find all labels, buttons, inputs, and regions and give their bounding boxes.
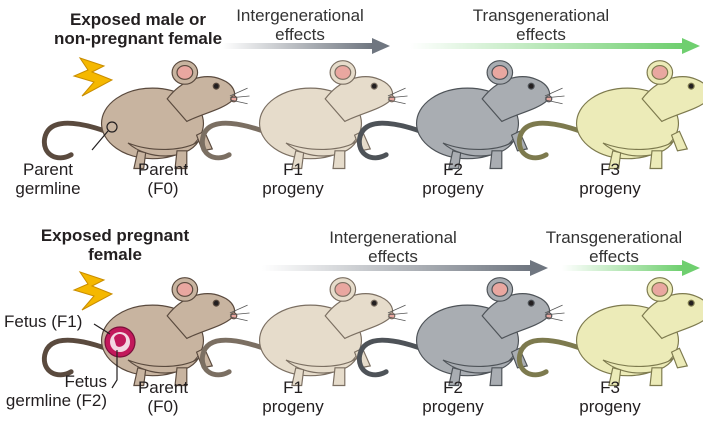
row1-trans-line1: Transgenerational (472, 6, 610, 25)
row1-heading-line1: Exposed male or (69, 10, 207, 29)
row1-transgenerational-arrow (410, 38, 700, 54)
fetus-pointers (93, 323, 118, 389)
mouse-parent-row2 (44, 278, 249, 386)
row2-heading-line2: female (88, 245, 142, 265)
row1-heading: Exposed male or non-pregnant female (54, 10, 222, 48)
parent-germline-line1: Parent (22, 160, 74, 179)
row1-intergenerational-label: Intergenerational effects (236, 6, 364, 44)
mouse-f3-row2 (519, 278, 703, 386)
row2-parent-line1: Parent (137, 378, 189, 397)
row2-f1-label: F1 progeny (262, 378, 323, 416)
fetus-label: Fetus (F1) (4, 312, 83, 331)
mouse-f2-row2 (359, 278, 564, 386)
row2-transgenerational-arrow (562, 260, 700, 276)
row2-f1-line2: progeny (262, 397, 324, 417)
row2-f3-label: F3 progeny (579, 378, 640, 416)
row2-intergenerational-label: Intergenerational effects (329, 228, 457, 266)
row2-f2-line1: F2 (443, 378, 463, 397)
mouse-f1-row1 (202, 61, 407, 169)
row2-inter-line1: Intergenerational (329, 228, 457, 247)
row2-f3-line1: F3 (600, 378, 620, 397)
fetus-germline-line2: germline (F2) (5, 391, 107, 411)
fetus-germline-line1: Fetus (64, 372, 107, 391)
row2-f2-label: F2 progeny (422, 378, 483, 416)
row1-parent-line1: Parent (137, 160, 189, 179)
row1-f1-line2: progeny (262, 179, 324, 199)
row1-f3-label: F3 progeny (579, 160, 640, 198)
row1-f3-line2: progeny (579, 179, 641, 199)
row1-parent-germline-label: Parent germline (15, 160, 80, 198)
row2-f2-line2: progeny (422, 397, 484, 417)
row1-parent-line2: (F0) (147, 179, 179, 199)
row2-parent-line2: (F0) (147, 397, 179, 417)
parent-germline-line2: germline (15, 179, 81, 199)
row1-inter-line2: effects (275, 25, 325, 45)
row1-trans-line2: effects (516, 25, 566, 45)
row1-parent-label: Parent (F0) (138, 160, 188, 198)
row1-intergenerational-arrow (222, 38, 390, 54)
lightning-bolt-icon (72, 271, 114, 311)
row2-trans-line1: Transgenerational (545, 228, 683, 247)
row2-intergenerational-arrow (262, 260, 548, 276)
row2-parent-label: Parent (F0) (138, 378, 188, 416)
fetus-germline-label: Fetus germline (F2) (6, 372, 107, 410)
row1-f2-label: F2 progeny (422, 160, 483, 198)
row2-transgenerational-label: Transgenerational effects (546, 228, 682, 266)
mouse-f1-row2 (202, 278, 407, 386)
row1-f1-line1: F1 (283, 160, 303, 179)
row1-transgenerational-label: Transgenerational effects (473, 6, 609, 44)
row1-f2-line2: progeny (422, 179, 484, 199)
row1-f2-line1: F2 (443, 160, 463, 179)
mouse-f2-row1 (359, 61, 564, 169)
fetus-icon (104, 326, 136, 358)
row2-trans-line2: effects (589, 247, 639, 267)
row2-inter-line2: effects (368, 247, 418, 267)
row2-f3-line2: progeny (579, 397, 641, 417)
lightning-bolt-icon (72, 57, 114, 97)
row2-f1-line1: F1 (283, 378, 303, 397)
row1-inter-line1: Intergenerational (236, 6, 364, 25)
germline-pointer (91, 121, 118, 151)
row2-heading-line1: Exposed pregnant (40, 226, 190, 245)
row1-f3-line1: F3 (600, 160, 620, 179)
row1-heading-line2: non-pregnant female (53, 29, 223, 49)
row2-heading: Exposed pregnant female (41, 226, 189, 264)
row1-f1-label: F1 progeny (262, 160, 323, 198)
mouse-f3-row1 (519, 61, 703, 169)
